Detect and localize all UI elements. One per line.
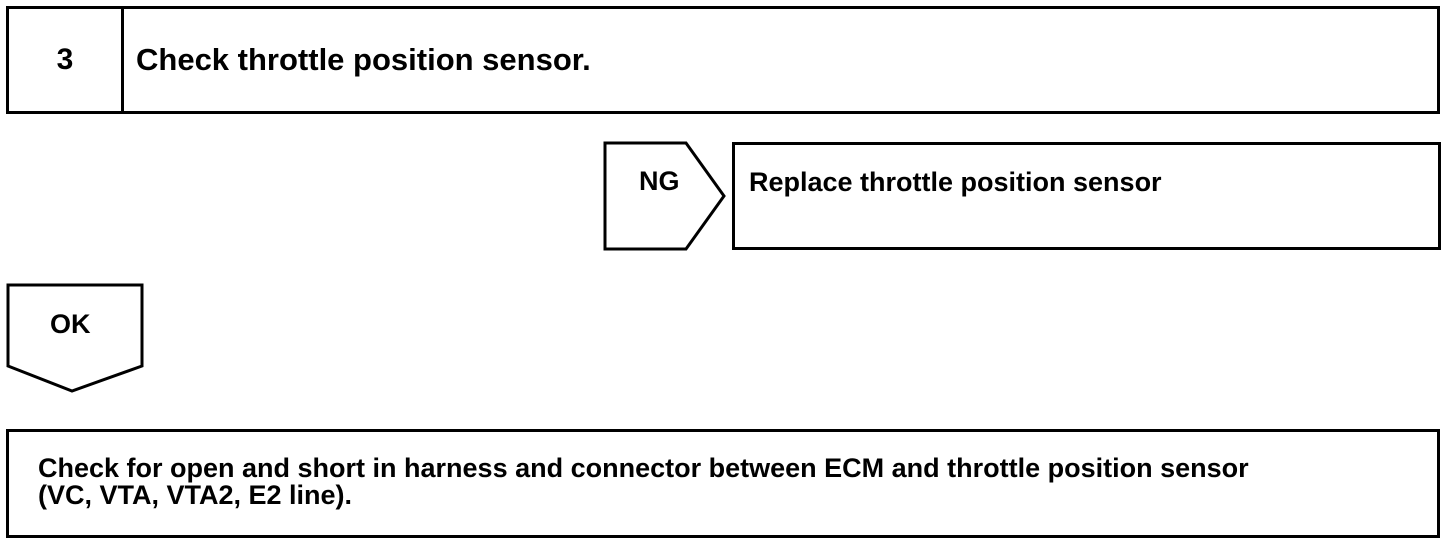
ng-action-text: Replace throttle position sensor — [749, 167, 1162, 197]
step-number: 3 — [9, 9, 124, 111]
final-step-text: Check for open and short in harness and … — [38, 455, 1249, 509]
final-step-line-1: Check for open and short in harness and … — [38, 453, 1249, 483]
step-title: Check throttle position sensor. — [136, 42, 591, 77]
ng-label: NG — [639, 166, 680, 196]
ok-arrow-shape — [6, 283, 144, 393]
ok-label: OK — [50, 309, 91, 339]
step-header-box: 3 Check throttle position sensor. — [6, 6, 1440, 114]
final-step-box: Check for open and short in harness and … — [6, 429, 1440, 538]
final-step-line-2: (VC, VTA, VTA2, E2 line). — [38, 480, 353, 510]
ng-action-box: Replace throttle position sensor — [732, 142, 1441, 250]
